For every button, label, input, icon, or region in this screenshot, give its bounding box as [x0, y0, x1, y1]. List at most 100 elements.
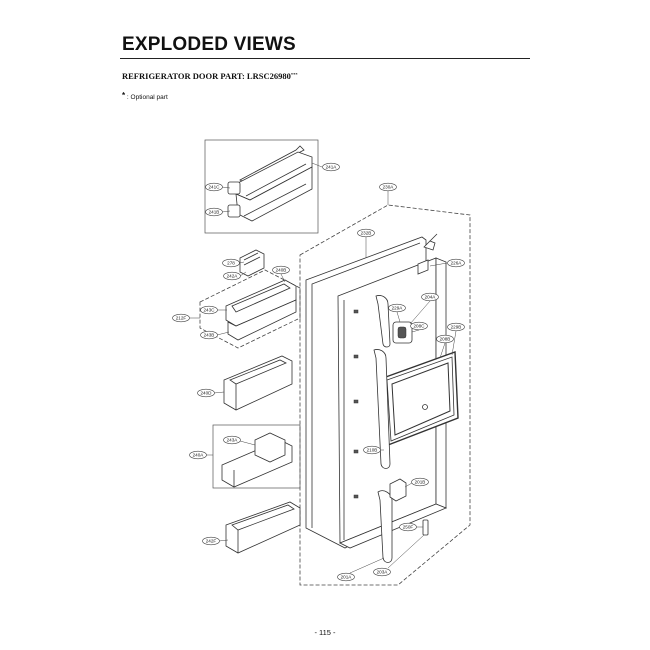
label-oval [222, 258, 240, 268]
leader-line [221, 210, 231, 213]
leader-line [387, 534, 425, 569]
part-label: 226A [447, 258, 465, 268]
part-label: 241C [205, 182, 223, 192]
dispenser-lever-core [397, 326, 407, 339]
part-label-text: 250F [403, 525, 414, 530]
door-hole [353, 494, 359, 499]
label-oval [373, 567, 391, 577]
leader-line [213, 391, 225, 394]
part-label-text: 212F [176, 316, 187, 321]
part-label-text: 204A [425, 295, 437, 300]
label-oval [399, 522, 417, 532]
bottom-basket [225, 501, 301, 554]
part-label-text: 229A [392, 306, 404, 311]
label-oval [436, 334, 454, 344]
label-oval [189, 450, 207, 460]
dispenser-frame-inner [391, 362, 451, 436]
basket-dashed-box [199, 269, 301, 349]
top-bin-inner-edge [245, 163, 307, 197]
label-oval [200, 330, 218, 340]
egg-tray-part [239, 249, 265, 277]
label-oval [223, 271, 241, 281]
part-label-text: 241C [209, 185, 221, 190]
leader-line [280, 273, 286, 283]
dispenser-bin-callout-box [212, 424, 301, 489]
label-oval [447, 258, 465, 268]
label-oval [205, 207, 223, 217]
part-label-text: 203A [377, 570, 389, 575]
label-oval [202, 536, 220, 546]
leader-line [409, 300, 431, 325]
part-label: 243B [200, 330, 218, 340]
label-oval [205, 182, 223, 192]
optional-mark: * [122, 91, 126, 100]
part-label-text: 210B [367, 448, 378, 453]
part-label-text: 240B [276, 268, 287, 273]
part-label-text: 232B [361, 231, 372, 236]
dispenser-frame-middle [386, 356, 455, 442]
leader-line [216, 331, 230, 336]
label-oval [172, 313, 190, 323]
optional-part-note: * : Optional part [122, 91, 168, 102]
door-hole [353, 449, 359, 454]
part-label: 242F [202, 536, 220, 546]
part-label: 243C [200, 305, 218, 315]
part-label-text: 241B [209, 210, 220, 215]
part-label: 203A [373, 567, 391, 577]
leader-line [238, 261, 245, 264]
part-label-text: 240A [193, 453, 205, 458]
middle-basket [223, 355, 293, 411]
hinge-pin [429, 233, 438, 242]
upper-basket-tray [227, 299, 297, 341]
part-label: 208B [436, 334, 454, 344]
leader-line [396, 311, 401, 323]
leader-line [404, 482, 413, 488]
part-label: 232B [357, 228, 375, 238]
title-underline [120, 58, 530, 59]
subtitle-text: REFRIGERATOR DOOR PART: LRSC26980 [122, 71, 291, 81]
part-label-text: 208C [414, 324, 426, 329]
part-label-text: 201B [415, 480, 426, 485]
part-label: 212F [172, 313, 190, 323]
top-bin-bottom-edge [243, 183, 307, 217]
page-title: EXPLODED VIEWS [122, 34, 296, 55]
subtitle-suffix: *** [290, 72, 298, 77]
part-label-text: 208B [440, 337, 451, 342]
part-label: 278 [222, 258, 240, 268]
label-oval [200, 305, 218, 315]
part-label: 241B [205, 207, 223, 217]
part-label: 241A [322, 162, 340, 172]
hinge-spring [423, 240, 436, 251]
part-label-text: 201A [341, 575, 353, 580]
page-number: - 115 - [314, 628, 336, 637]
leader-line [451, 330, 457, 356]
bottom-basket-opening [231, 504, 295, 531]
upper-handle-shaft [373, 349, 391, 469]
part-label-text: 242F [206, 539, 217, 544]
egg-tray-ridge [243, 256, 261, 266]
leader-line [239, 271, 247, 277]
label-oval [411, 477, 429, 487]
top-bin-callout-box [204, 139, 319, 234]
label-oval [197, 388, 215, 398]
part-label: 229A [388, 303, 406, 313]
door-gasket-inner [311, 242, 421, 528]
door-panel-bottom [339, 503, 448, 549]
label-oval [322, 162, 340, 172]
part-label: 242A [223, 271, 241, 281]
label-oval [447, 322, 465, 332]
label-oval [272, 265, 290, 275]
part-label-text: 243B [204, 333, 215, 338]
part-label-text: 230A [383, 185, 395, 190]
leader-line [411, 329, 420, 333]
door-hole [353, 354, 359, 359]
section-subtitle: REFRIGERATOR DOOR PART: LRSC26980*** [122, 71, 298, 81]
part-label: 240D [197, 388, 215, 398]
dispenser-bin-cup [254, 432, 286, 463]
leader-line [429, 262, 448, 267]
leader-line [439, 342, 446, 359]
part-label: 204A [421, 292, 439, 302]
part-label-text: 278 [227, 261, 235, 266]
